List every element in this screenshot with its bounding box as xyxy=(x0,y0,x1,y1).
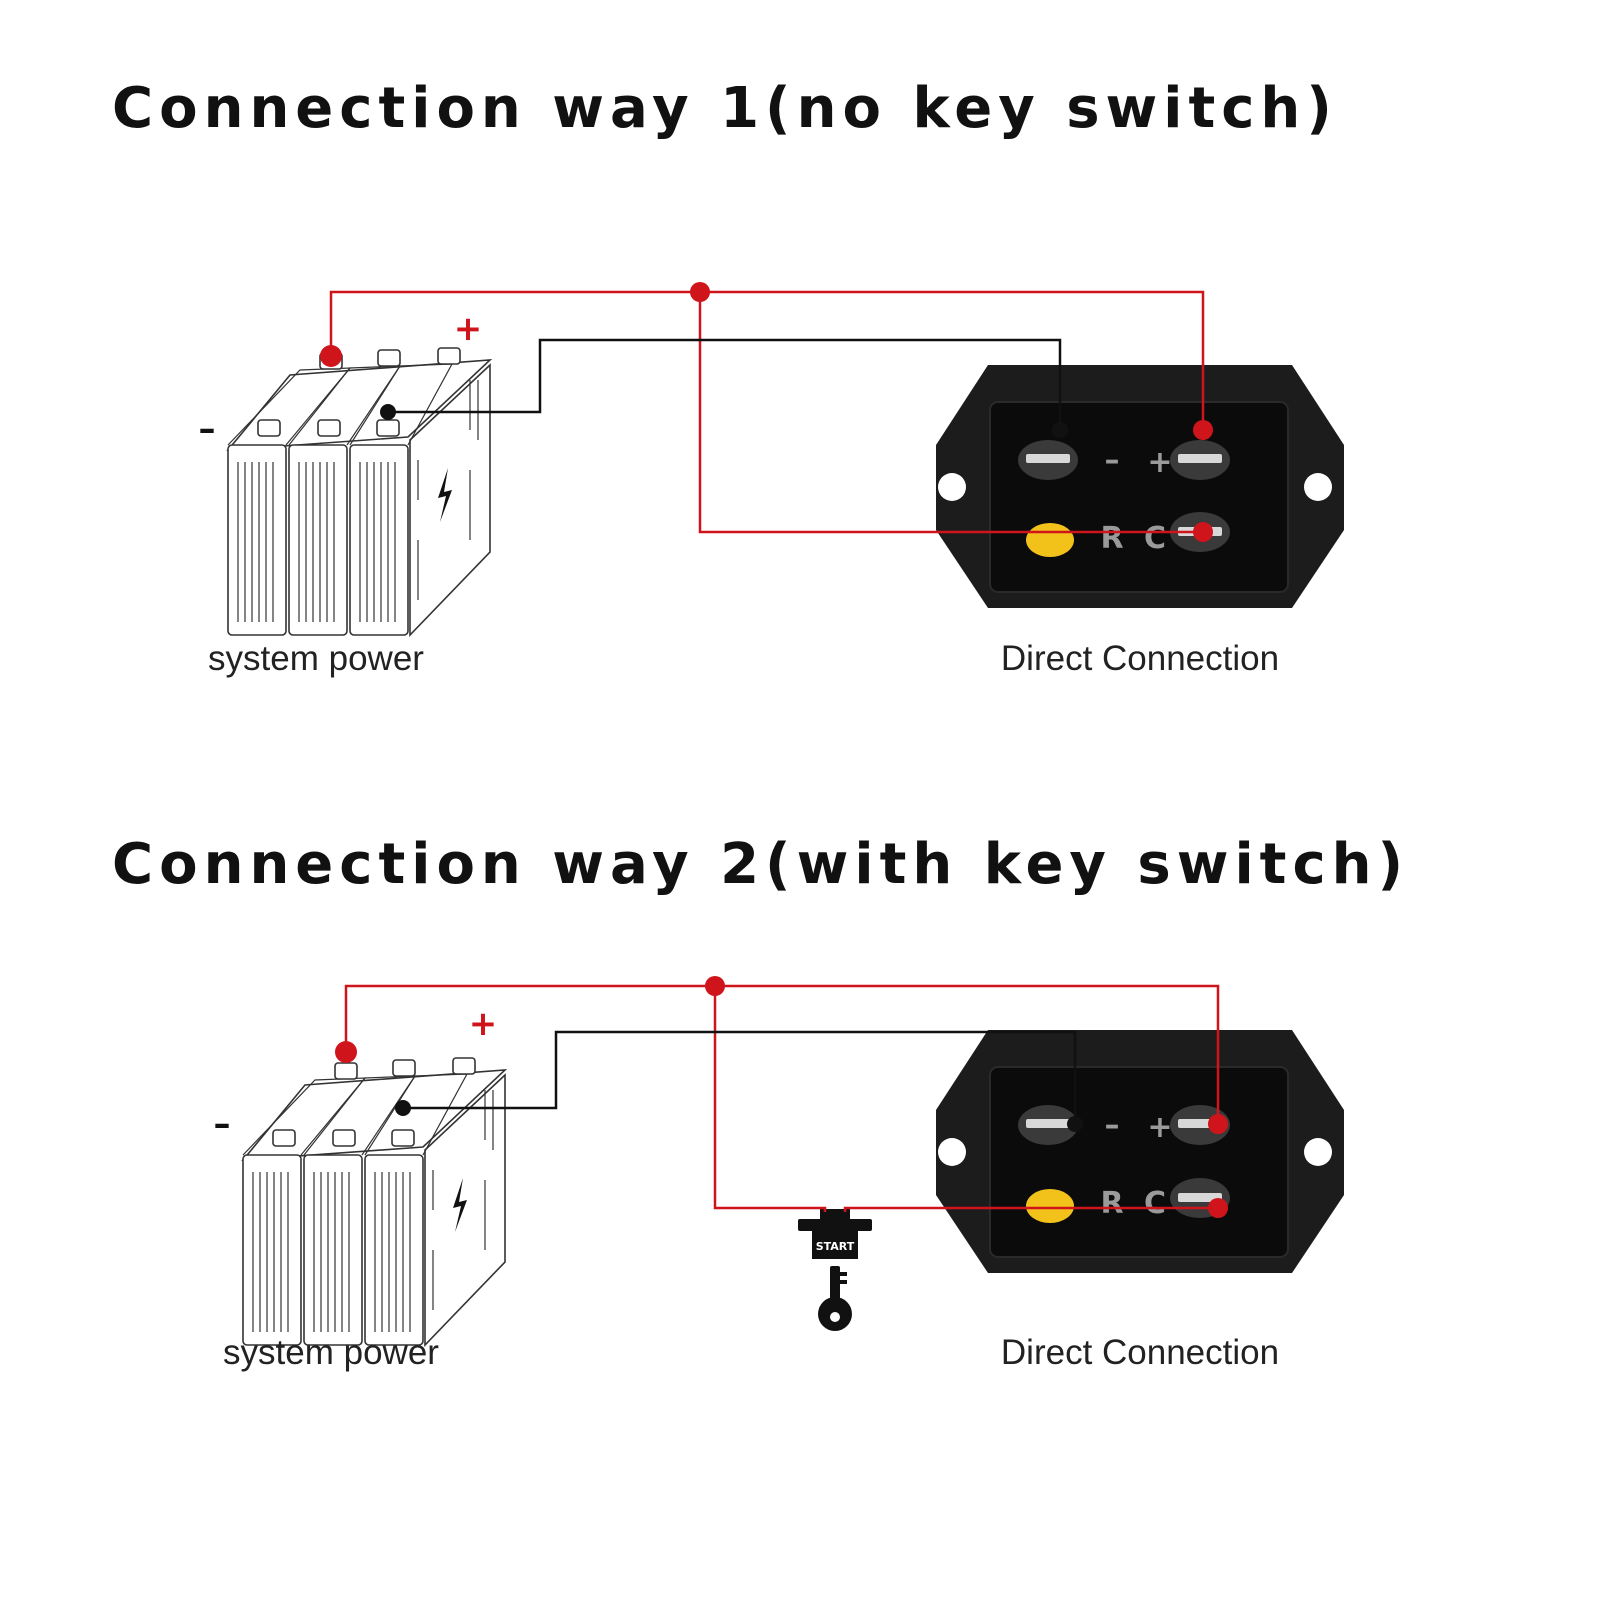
device-positive-terminal xyxy=(1208,1114,1228,1134)
terminal-c-label: C xyxy=(1144,521,1166,556)
battery-positive-symbol: + xyxy=(454,309,483,349)
terminal-c-label: C xyxy=(1144,1186,1166,1221)
junction-to-c-wire xyxy=(698,292,1203,534)
terminal-block-icon xyxy=(936,365,1344,608)
negative-wire xyxy=(403,1030,1077,1124)
negative-wire xyxy=(388,338,1062,430)
battery-negative-symbol: – xyxy=(214,1104,231,1144)
battery-label: system power xyxy=(223,1333,439,1372)
key-to-c-wire xyxy=(843,1206,1218,1212)
terminal-minus-label: – xyxy=(1105,443,1120,478)
key-icon xyxy=(818,1266,852,1331)
section-1-title: Connection way 1(no key switch) xyxy=(112,76,1338,141)
battery-negative-terminal xyxy=(395,1100,411,1116)
positive-wire xyxy=(344,984,1220,1124)
device-positive-terminal xyxy=(1193,420,1213,440)
battery-positive-symbol: + xyxy=(469,1004,498,1044)
device-c-terminal xyxy=(1193,522,1213,542)
device-negative-terminal xyxy=(1067,1116,1083,1132)
battery-label: system power xyxy=(208,639,424,678)
terminal-block-icon xyxy=(936,1030,1344,1273)
section-2-title: Connection way 2(with key switch) xyxy=(112,832,1410,897)
device-negative-terminal xyxy=(1052,422,1068,438)
battery-positive-terminal xyxy=(320,345,342,367)
junction-to-key-wire xyxy=(713,986,827,1212)
key-switch-label: START xyxy=(816,1240,855,1253)
wire-junction xyxy=(705,976,725,996)
terminal-r-label: R xyxy=(1100,1186,1123,1221)
wire-junction xyxy=(690,282,710,302)
device-c-terminal xyxy=(1208,1198,1228,1218)
device-label: Direct Connection xyxy=(1001,639,1279,678)
wiring-diagram-1: + – system power – + R C Direct Connecti… xyxy=(199,282,1344,678)
key-switch-icon: START xyxy=(798,1209,872,1331)
terminal-plus-label: + xyxy=(1147,445,1172,480)
positive-wire xyxy=(329,290,1205,430)
terminal-r-label: R xyxy=(1100,521,1123,556)
wiring-diagram-2: + – system power – + R C Direct Connecti… xyxy=(214,976,1344,1372)
charge-bolt-icon xyxy=(453,1178,467,1232)
device-label: Direct Connection xyxy=(1001,1333,1279,1372)
terminal-minus-label: – xyxy=(1105,1108,1120,1143)
battery-pack-icon xyxy=(226,347,493,637)
battery-pack-icon xyxy=(241,1057,508,1347)
battery-negative-terminal xyxy=(380,404,396,420)
battery-negative-symbol: – xyxy=(199,409,216,449)
terminal-plus-label: + xyxy=(1147,1110,1172,1145)
battery-positive-terminal xyxy=(335,1041,357,1063)
charge-bolt-icon xyxy=(438,468,452,522)
